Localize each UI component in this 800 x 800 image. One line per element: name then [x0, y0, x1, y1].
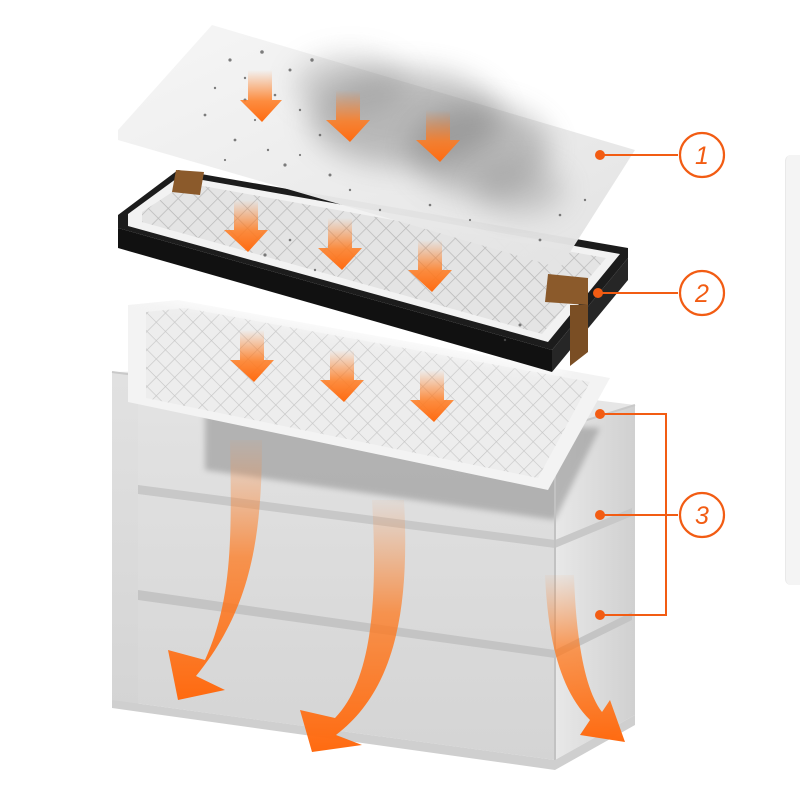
outlet-arrow-left [168, 440, 262, 700]
callout-2-number: 2 [694, 280, 709, 308]
side-panel-edge [785, 155, 800, 585]
frame-tab-left [172, 170, 204, 195]
callout-3: 3 [595, 409, 726, 620]
arrow-down [416, 110, 460, 162]
callout-1: 1 [595, 131, 726, 179]
callout-1-number: 1 [695, 142, 709, 170]
arrow-down [240, 70, 282, 122]
arrow-down [408, 240, 452, 292]
arrow-down [320, 350, 364, 402]
arrow-down [326, 90, 370, 142]
outlet-arrow-center [300, 500, 406, 752]
callout-3-number: 3 [695, 502, 709, 530]
callout-2: 2 [593, 269, 726, 317]
arrow-down [410, 370, 454, 422]
dust-particles [203, 50, 587, 342]
airflow-arrows-inlet [224, 70, 460, 422]
callout-1-circle [678, 131, 726, 179]
airflow-arrows-outlet [168, 440, 625, 752]
callout-2-circle [678, 269, 726, 317]
frame-tab-right [545, 274, 588, 305]
callout-3-circle [678, 491, 726, 539]
arrow-down [318, 218, 362, 270]
arrow-down [224, 200, 268, 252]
arrow-down [230, 330, 274, 382]
outlet-arrow-right [545, 575, 625, 742]
